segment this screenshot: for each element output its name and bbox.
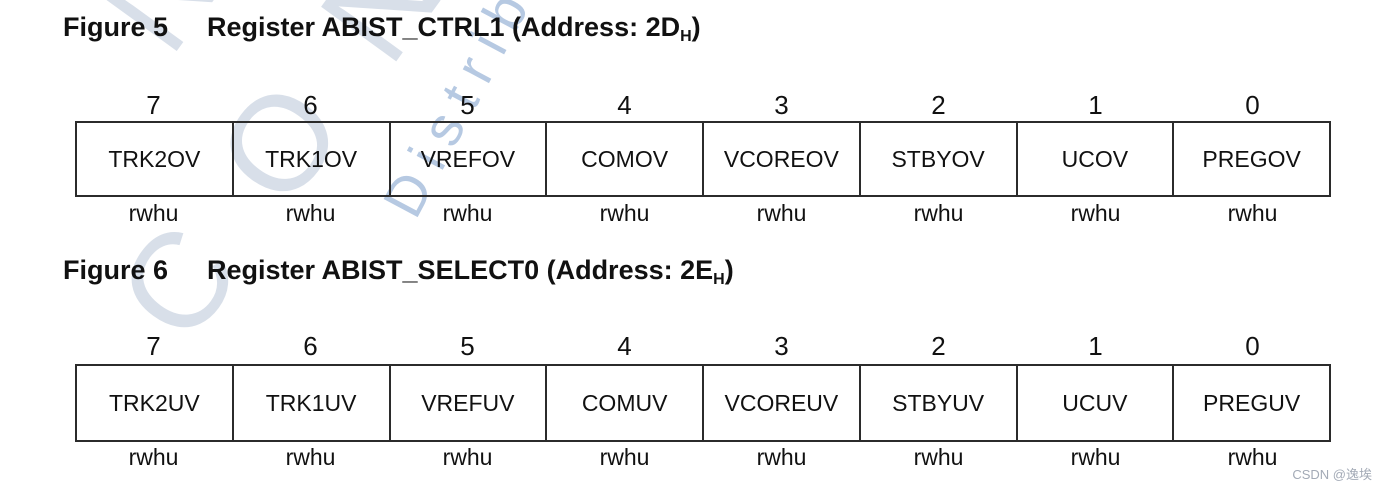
- bit-field-cell: UCUV: [1018, 366, 1175, 440]
- bit-number: 1: [1088, 90, 1103, 120]
- bit-number: 4: [617, 90, 632, 120]
- bit-field-cell: VCOREOV: [704, 123, 861, 195]
- access-type: rwhu: [599, 444, 650, 470]
- access-type: rwhu: [599, 200, 650, 226]
- csdn-credit-watermark: CSDN @逸埃: [1292, 467, 1372, 482]
- access-type: rwhu: [128, 200, 179, 226]
- figure-6-access-types: rwhu rwhu rwhu rwhu rwhu rwhu rwhu rwhu: [75, 446, 1331, 469]
- access-type: rwhu: [285, 200, 336, 226]
- bit-field-cell: UCOV: [1018, 123, 1175, 195]
- bit-number: 5: [460, 90, 475, 120]
- figure-title-suffix: ): [724, 255, 734, 285]
- bit-number: 0: [1245, 331, 1260, 361]
- bit-number: 2: [931, 331, 946, 361]
- access-type: rwhu: [913, 444, 964, 470]
- bit-field-cell: TRK1UV: [234, 366, 391, 440]
- figure-6-bit-numbers: 7 6 5 4 3 2 1 0: [75, 333, 1331, 359]
- figure-5-access-types: rwhu rwhu rwhu rwhu rwhu rwhu rwhu rwhu: [75, 202, 1331, 225]
- access-type: rwhu: [1227, 444, 1278, 470]
- access-type: rwhu: [1070, 444, 1121, 470]
- access-type: rwhu: [442, 200, 493, 226]
- bit-field-cell: PREGOV: [1202, 145, 1301, 172]
- figure-5-bit-numbers: 7 6 5 4 3 2 1 0: [75, 92, 1331, 118]
- bit-field-cell: STBYUV: [861, 366, 1018, 440]
- address-subscript: H: [680, 28, 692, 45]
- figure-title-suffix: ): [691, 12, 701, 42]
- figure-label: Figure 6: [63, 255, 169, 285]
- bit-number: 3: [774, 90, 789, 120]
- address-subscript: H: [713, 271, 725, 288]
- bit-field-cell: COMUV: [547, 366, 704, 440]
- bit-number: 6: [303, 90, 318, 120]
- bit-number: 7: [146, 90, 161, 120]
- access-type: rwhu: [1070, 200, 1121, 226]
- access-type: rwhu: [128, 444, 179, 470]
- bit-number: 4: [617, 331, 632, 361]
- access-type: rwhu: [756, 200, 807, 226]
- access-type: rwhu: [1227, 200, 1278, 226]
- bit-number: 3: [774, 331, 789, 361]
- bit-number: 6: [303, 331, 318, 361]
- bit-field-cell: TRK1OV: [234, 123, 391, 195]
- bit-field-cell: PREGUV: [1203, 389, 1301, 416]
- access-type: rwhu: [285, 444, 336, 470]
- access-type: rwhu: [442, 444, 493, 470]
- figure-title-text: Register ABIST_SELECT0 (Address: 2E: [207, 255, 714, 285]
- figure-5-title: Figure 5 Register ABIST_CTRL1 (Address: 2…: [63, 12, 701, 47]
- bit-number: 1: [1088, 331, 1103, 361]
- bit-field-cell: TRK2OV: [77, 123, 234, 195]
- figure-label: Figure 5: [63, 12, 169, 42]
- bit-field-cell: COMOV: [547, 123, 704, 195]
- access-type: rwhu: [756, 444, 807, 470]
- bit-field-cell: VCOREUV: [704, 366, 861, 440]
- bit-field-cell: STBYOV: [861, 123, 1018, 195]
- bit-field-cell: VREFOV: [391, 123, 548, 195]
- bit-number: 7: [146, 331, 161, 361]
- bit-field-cell: TRK2UV: [77, 366, 234, 440]
- bit-number: 5: [460, 331, 475, 361]
- bit-number: 0: [1245, 90, 1260, 120]
- figure-title-text: Register ABIST_CTRL1 (Address: 2D: [207, 12, 681, 42]
- figure-5-register-table: TRK2OV TRK1OV VREFOV COMOV VCOREOV STBYO…: [75, 121, 1331, 197]
- access-type: rwhu: [913, 200, 964, 226]
- bit-field-cell: VREFUV: [391, 366, 548, 440]
- figure-6-title: Figure 6 Register ABIST_SELECT0 (Address:…: [63, 255, 734, 290]
- bit-number: 2: [931, 90, 946, 120]
- figure-6-register-table: TRK2UV TRK1UV VREFUV COMUV VCOREUV STBYU…: [75, 364, 1331, 442]
